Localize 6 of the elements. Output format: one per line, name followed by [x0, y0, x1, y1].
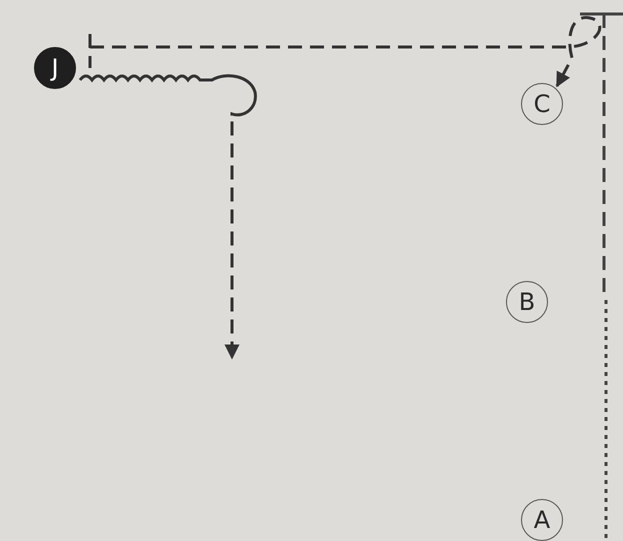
player-marker: C — [521, 83, 563, 125]
player-marker: J — [34, 47, 76, 89]
skate-arrow — [79, 74, 257, 360]
player-marker: A — [521, 499, 563, 541]
pass-arrow — [88, 16, 602, 88]
player-marker: B — [506, 281, 548, 323]
